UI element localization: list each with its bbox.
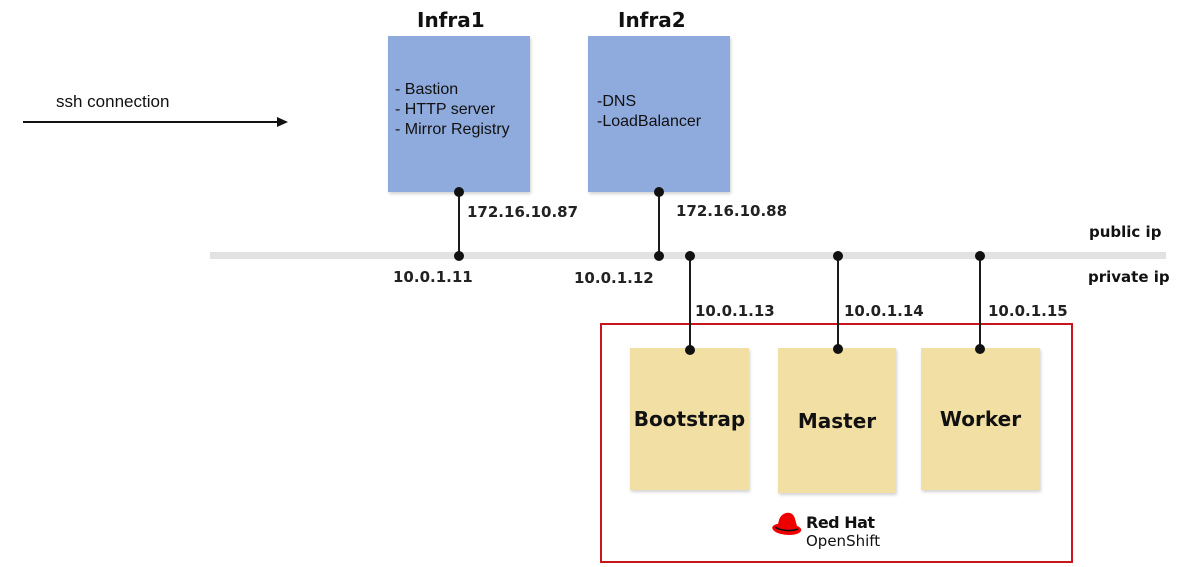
- master-node-dot: [833, 344, 843, 354]
- master-connector: [837, 256, 839, 350]
- master-ip: 10.0.1.14: [844, 302, 924, 320]
- ssh-connection-label: ssh connection: [56, 92, 170, 111]
- infra1-public-ip: 172.16.10.87: [467, 203, 579, 221]
- infra1-private-ip: 10.0.1.11: [393, 268, 473, 286]
- infra2-item-dns: -DNS: [597, 93, 637, 110]
- openshift-cluster-boundary: [600, 323, 1073, 563]
- infra1-item-mirror-registry: - Mirror Registry: [395, 121, 510, 138]
- infra2-connector-dot: [654, 187, 664, 197]
- master-node-label: Master: [797, 408, 877, 433]
- infra2-item-loadbalancer: -LoadBalancer: [597, 113, 702, 130]
- infra1-item-bastion: - Bastion: [395, 81, 459, 98]
- bootstrap-node: Bootstrap: [630, 348, 749, 490]
- bootstrap-bus-dot: [685, 251, 695, 261]
- public-ip-label: public ip: [1089, 223, 1162, 241]
- bootstrap-ip: 10.0.1.13: [695, 302, 775, 320]
- worker-connector: [979, 256, 981, 350]
- worker-node: Worker: [921, 348, 1040, 490]
- infra1-bus-dot: [454, 251, 464, 261]
- infra2-box: -DNS -LoadBalancer: [588, 36, 730, 192]
- bootstrap-connector: [689, 256, 691, 350]
- red-hat-logo-icon: [772, 512, 802, 535]
- master-bus-dot: [833, 251, 843, 261]
- infra2-bus-dot: [654, 251, 664, 261]
- worker-node-dot: [975, 344, 985, 354]
- private-ip-label: private ip: [1088, 268, 1170, 286]
- infra2-private-ip: 10.0.1.12: [574, 269, 654, 287]
- worker-bus-dot: [975, 251, 985, 261]
- ssh-connection-arrow: [23, 117, 288, 127]
- logo-text-openshift: OpenShift: [806, 532, 881, 550]
- infra1-connector: [458, 192, 460, 256]
- infra2-connector: [658, 192, 660, 256]
- logo-text-red-hat: Red Hat: [806, 513, 875, 532]
- infra2-title: Infra2: [618, 8, 686, 32]
- bootstrap-node-dot: [685, 345, 695, 355]
- infra1-title: Infra1: [417, 8, 485, 32]
- infra2-public-ip: 172.16.10.88: [676, 202, 788, 220]
- bootstrap-node-label: Bootstrap: [633, 407, 746, 431]
- master-node: Master: [778, 348, 896, 493]
- infra1-item-http-server: - HTTP server: [395, 101, 496, 118]
- infra1-connector-dot: [454, 187, 464, 197]
- infra1-box: - Bastion - HTTP server - Mirror Registr…: [388, 36, 530, 192]
- worker-ip: 10.0.1.15: [988, 302, 1068, 320]
- worker-node-label: Worker: [939, 407, 1022, 431]
